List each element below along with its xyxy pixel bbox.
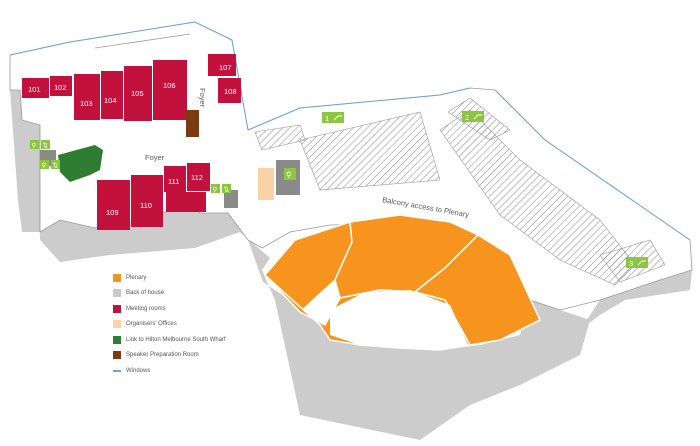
room-110: [131, 175, 163, 227]
foyer-label-left: Foyer: [145, 153, 165, 162]
legend-label-link-hilton: Link to Hilton Melbourne South Wharf: [126, 336, 226, 343]
plenary-stage: [330, 290, 468, 350]
room-102-label: 102: [54, 83, 67, 92]
legend-swatch-plenary: [113, 273, 121, 282]
entrance-3-badge: 3: [626, 257, 648, 268]
organisers-offices: [258, 168, 274, 200]
svg-text:⚲: ⚲: [32, 142, 37, 150]
room-111-label: 111: [168, 177, 179, 186]
room-112-label: 112: [191, 173, 203, 182]
windows-south-east: [494, 89, 691, 241]
svg-text:⚲: ⚲: [213, 186, 218, 194]
entrance-2-badge: 2: [462, 111, 484, 122]
svg-text:3: 3: [629, 259, 633, 268]
toilets-lift-icon-centre: ⚲ ⇅: [211, 184, 231, 194]
room-109-label: 109: [106, 208, 119, 217]
seating-block-1: [299, 111, 441, 191]
legend-label-windows: Windows: [126, 367, 151, 374]
legend-item-back-of-house: Back of house: [113, 286, 343, 302]
map-legend: Plenary Back of house Meeting rooms Orga…: [113, 270, 343, 379]
legend-swatch-windows: [113, 369, 121, 372]
legend-label-organisers-offices: Organisers' Offices: [126, 321, 177, 328]
room-103: [74, 74, 100, 120]
room-105: [124, 66, 152, 121]
foyer-label-right: Foyer: [198, 88, 207, 108]
room-112: [187, 163, 210, 191]
legend-label-back-of-house: Back of house: [126, 290, 165, 297]
back-of-house-right-wing: [580, 270, 692, 330]
svg-text:⇅: ⇅: [224, 187, 230, 194]
room-101: [22, 78, 49, 98]
room-107-label: 107: [219, 63, 232, 72]
legend-item-plenary: Plenary: [113, 270, 343, 286]
svg-text:⇅: ⇅: [53, 163, 59, 170]
room-102: [50, 76, 72, 96]
room-104-label: 104: [104, 96, 117, 105]
back-of-house-left-wall: [10, 90, 40, 232]
room-109: [97, 180, 130, 230]
toilets-icon-right: ⚲: [284, 168, 296, 180]
legend-item-link-hilton: Link to Hilton Melbourne South Wharf: [113, 332, 343, 348]
legend-swatch-link-hilton: [113, 335, 121, 344]
toilets-lift-icon-upper-left: ⚲ ⇅: [30, 140, 50, 150]
back-of-house-area: [40, 195, 590, 440]
entrance-1-badge: 1: [322, 112, 344, 123]
svg-text:2: 2: [465, 113, 469, 122]
svg-text:⚲: ⚲: [286, 171, 292, 180]
svg-text:⇅: ⇅: [43, 143, 49, 150]
room-104: [101, 71, 123, 119]
windows-east: [247, 87, 471, 131]
legend-swatch-organisers-offices: [113, 320, 121, 329]
link-to-hilton: [58, 145, 103, 182]
room-106: [153, 60, 187, 120]
windows-north: [9, 21, 249, 131]
legend-swatch-back-of-house: [113, 289, 121, 298]
room-105-label: 105: [131, 89, 144, 98]
toilets-lift-icon-lower-left: ⚲ ⇅: [40, 160, 60, 170]
room-108-label: 108: [224, 87, 237, 96]
legend-item-speaker-room: Speaker Preparation Room: [113, 348, 343, 364]
legend-label-meeting-rooms: Meeting rooms: [126, 305, 166, 312]
legend-item-windows: Windows: [113, 363, 343, 379]
legend-item-organisers-offices: Organisers' Offices: [113, 317, 343, 333]
room-108: [218, 78, 241, 103]
legend-swatch-speaker-room: [113, 351, 121, 360]
service-block-mid: [224, 190, 238, 208]
legend-item-meeting-rooms: Meeting rooms: [113, 301, 343, 317]
north-slot: [94, 33, 191, 49]
legend-swatch-meeting-rooms: [113, 304, 121, 313]
room-111: [164, 166, 186, 192]
room-107: [208, 54, 236, 76]
seating-block-1-stairs: [254, 124, 306, 151]
legend-label-plenary: Plenary: [126, 274, 147, 281]
svg-text:⚲: ⚲: [42, 162, 47, 170]
room-below-111-112: [166, 192, 206, 212]
room-101-label: 101: [28, 85, 41, 94]
svg-text:1: 1: [325, 114, 329, 123]
room-103-label: 103: [80, 99, 93, 108]
room-110-label: 110: [140, 201, 152, 210]
room-106-label: 106: [163, 81, 176, 90]
speaker-preparation-room: [186, 110, 199, 137]
legend-label-speaker-room: Speaker Preparation Room: [126, 352, 199, 359]
